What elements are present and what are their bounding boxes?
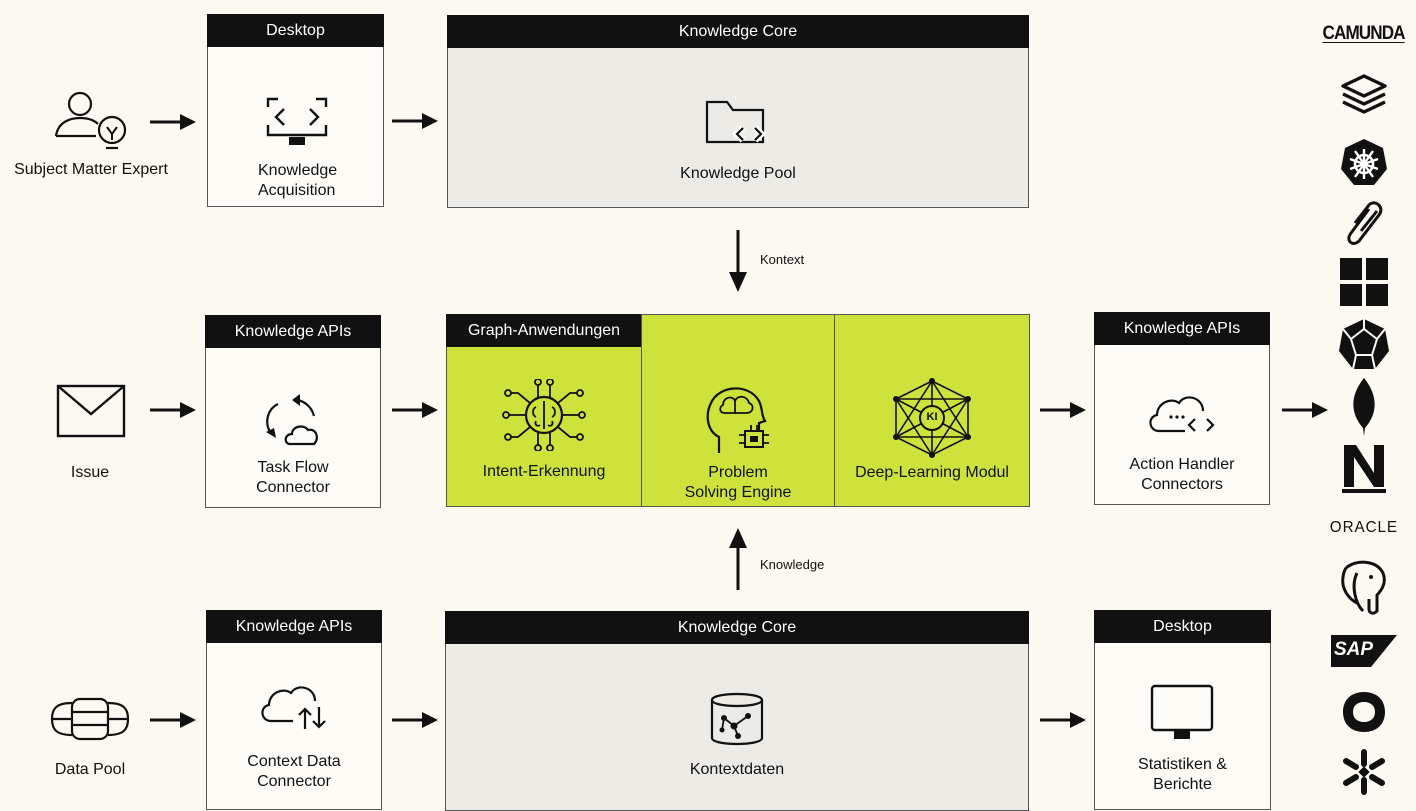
knowledge-apis-header: Knowledge APIs	[206, 610, 382, 643]
arrow-right-icon	[150, 114, 196, 130]
knowledge-apis-bottom[interactable]: Knowledge APIs Context Data Connector	[206, 610, 382, 810]
brain-circuit-icon	[502, 379, 586, 451]
desktop-box-bottom[interactable]: Desktop Statistiken & Berichte	[1094, 610, 1271, 810]
notion-n-logo	[1326, 440, 1402, 496]
knowledge-core-header: Knowledge Core	[445, 611, 1029, 644]
knowledge-pool-label: Knowledge Pool	[680, 165, 796, 182]
intent-module-label: Intent-Erkennung	[482, 463, 606, 480]
arrow-right-icon	[150, 712, 196, 728]
problem-solving-label: Problem Solving Engine	[684, 464, 792, 501]
sme-label: Subject Matter Expert	[14, 161, 168, 178]
issue-label: Issue	[70, 464, 110, 481]
cloud-code-icon	[1149, 396, 1215, 433]
windows-logo	[1326, 258, 1402, 306]
paperclip-logo	[1326, 196, 1402, 250]
person-lightbulb-icon	[54, 91, 127, 150]
envelope-icon	[56, 384, 126, 438]
deep-learning-module[interactable]: KI Deep-Learning Modul	[834, 314, 1030, 507]
arrow-down-icon	[729, 230, 747, 292]
problem-solving-module[interactable]: Problem Solving Engine	[641, 314, 835, 507]
kubernetes-logo	[1326, 136, 1402, 188]
arrow-right-icon	[392, 712, 438, 728]
graph-applications-header: Graph-Anwendungen	[446, 314, 642, 347]
ki-network-icon	[893, 378, 971, 458]
deep-learning-label: Deep-Learning Modul	[855, 464, 1009, 481]
database-icon	[50, 697, 130, 741]
knowledge-acquisition-label: Knowledge Acquisition	[258, 162, 338, 199]
stack-logo	[1326, 70, 1402, 120]
desktop-header: Desktop	[1094, 610, 1271, 643]
monitor-icon	[1150, 684, 1214, 739]
intent-module[interactable]: Graph-Anwendungen Intent-Erkennung	[446, 314, 642, 507]
context-flow-label: Kontext	[760, 252, 805, 267]
code-monitor-icon	[266, 97, 328, 145]
knowledge-flow-label: Knowledge	[760, 557, 825, 572]
arrow-right-icon	[1282, 402, 1328, 418]
context-data-connector-label: Context Data Connector	[247, 753, 341, 790]
knowledge-apis-right[interactable]: Knowledge APIs Action Handler Connectors	[1094, 312, 1270, 505]
camunda-logo: CAMUNDA	[1322, 23, 1406, 44]
kontextdaten-label: Kontextdaten	[689, 761, 785, 778]
ring-logo	[1326, 690, 1402, 734]
knowledge-apis-header: Knowledge APIs	[205, 315, 381, 348]
arrow-right-icon	[150, 402, 196, 418]
data-pool-label: Data Pool	[54, 761, 126, 778]
postgresql-logo	[1326, 558, 1402, 618]
statistics-label: Statistiken & Berichte	[1138, 756, 1227, 793]
head-brain-chip-icon	[706, 387, 769, 453]
task-flow-connector-label: Task Flow Connector	[256, 459, 330, 496]
knowledge-core-bottom[interactable]: Knowledge Core Kontextdaten	[445, 611, 1029, 811]
desktop-header: Desktop	[207, 14, 384, 47]
arrow-up-icon	[729, 528, 747, 590]
mongodb-leaf-logo	[1326, 376, 1402, 438]
action-handler-label: Action Handler Connectors	[1129, 456, 1235, 493]
snowflake-logo	[1326, 748, 1402, 796]
knowledge-core-header: Knowledge Core	[447, 15, 1029, 48]
arrow-right-icon	[1040, 402, 1086, 418]
desktop-box-top[interactable]: Desktop Knowledge Acquisition	[207, 14, 384, 207]
task-flow-icon	[266, 394, 318, 446]
arrow-right-icon	[1040, 712, 1086, 728]
knowledge-core-top[interactable]: Knowledge Core Knowledge Pool	[447, 15, 1029, 208]
sap-logo: SAP	[1326, 634, 1402, 668]
ki-badge: KI	[926, 411, 938, 423]
arrow-right-icon	[392, 113, 438, 129]
oracle-logo: ORACLE	[1329, 519, 1399, 536]
knowledge-apis-left[interactable]: Knowledge APIs Task Flow Connector	[205, 315, 381, 508]
code-folder-icon	[705, 100, 766, 144]
knowledge-apis-header: Knowledge APIs	[1094, 312, 1270, 345]
dodecahedron-logo	[1326, 316, 1402, 372]
cloud-sync-icon	[261, 686, 326, 729]
database-graph-icon	[710, 692, 764, 746]
arrow-right-icon	[392, 402, 438, 418]
